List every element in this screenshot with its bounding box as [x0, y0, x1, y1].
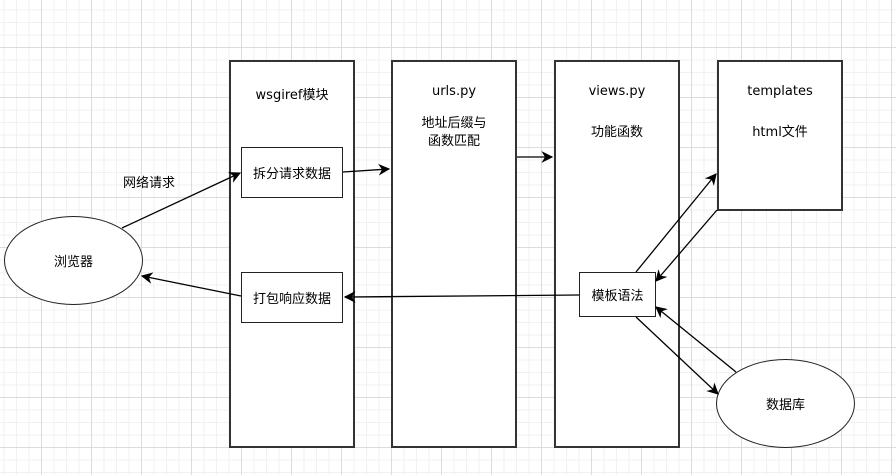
views-py-box [554, 60, 680, 448]
templates-title: templates [747, 84, 813, 99]
split-request-label: 拆分请求数据 [252, 167, 331, 182]
pack-response-label: 打包响应数据 [252, 292, 331, 307]
pack-response-box: 打包响应数据 [241, 272, 343, 323]
browser-ellipse: 浏览器 [4, 216, 143, 305]
views-subtitle: 功能函数 [590, 125, 643, 140]
wsgiref-module-box [229, 60, 355, 448]
arrow-pack-response-to-browser [140, 272, 242, 297]
templates-box [717, 60, 843, 211]
network-request-label: 网络请求 [123, 176, 176, 191]
urls-subtitle-line2: 函数匹配 [427, 134, 480, 149]
urls-py-box [391, 60, 517, 448]
urls-title: urls.py [431, 84, 477, 99]
split-request-box: 拆分请求数据 [241, 147, 343, 198]
urls-subtitle-line1: 地址后缀与 [421, 116, 487, 131]
template-syntax-box: 模板语法 [579, 272, 656, 317]
views-title: views.py [588, 84, 646, 99]
database-label: 数据库 [765, 398, 805, 413]
templates-subtitle: html文件 [752, 125, 808, 140]
template-syntax-label: 模板语法 [591, 289, 644, 304]
wsgiref-title: wsgiref模块 [255, 88, 329, 103]
database-ellipse: 数据库 [716, 359, 855, 448]
browser-label: 浏览器 [53, 255, 93, 270]
